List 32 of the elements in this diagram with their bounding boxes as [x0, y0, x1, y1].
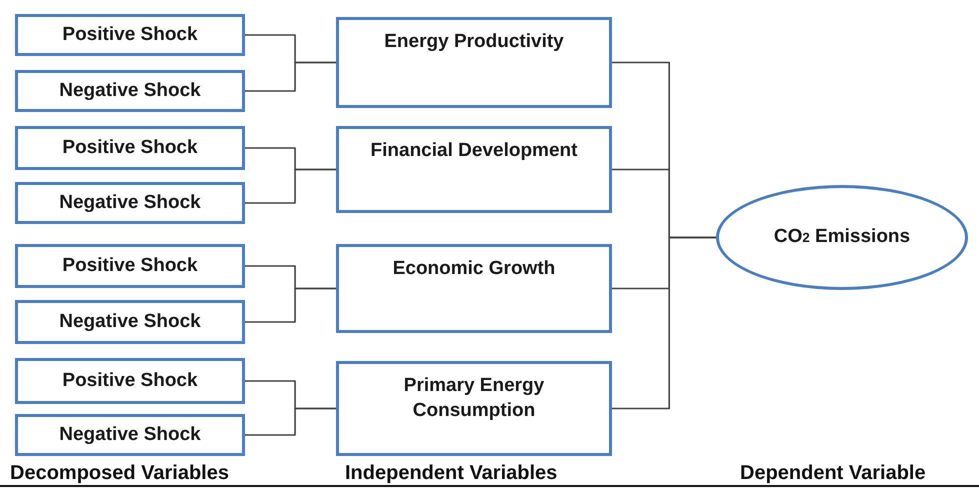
node-label: Primary Energy Consumption	[402, 374, 546, 423]
shock-box	[15, 70, 245, 112]
node-label: Negative Shock	[59, 190, 201, 215]
shock-box	[15, 14, 245, 56]
node-label: Negative Shock	[59, 78, 201, 103]
node-label: Positive Shock	[62, 22, 198, 47]
independent-variable-box	[336, 244, 612, 333]
bracket-connector	[245, 288, 336, 323]
node-label: Financial Development	[370, 139, 578, 163]
node-label: Positive Shock	[62, 368, 198, 393]
node-label: Positive Shock	[62, 254, 198, 278]
node-label: Economic Growth	[392, 257, 556, 281]
bracket-connector	[245, 62, 336, 92]
node-label: Positive Shock	[62, 136, 198, 160]
bracket-connector	[245, 168, 336, 204]
shock-box	[15, 358, 245, 404]
independent-variable-box	[336, 126, 612, 213]
node-label: Negative Shock	[59, 422, 201, 447]
shock-box	[15, 244, 245, 288]
shock-box	[15, 126, 245, 170]
shock-box	[15, 182, 245, 224]
bracket-connector	[245, 408, 336, 436]
shock-box	[15, 414, 245, 456]
column-heading: Independent Variables	[345, 462, 558, 485]
independent-variable-box	[336, 361, 612, 456]
shock-box	[15, 300, 245, 344]
column-heading: Dependent Variable	[740, 462, 926, 485]
independent-variable-box	[336, 17, 612, 108]
node-label: Energy Productivity	[384, 30, 564, 54]
column-heading: Decomposed Variables	[10, 462, 229, 485]
node-label: Negative Shock	[59, 310, 201, 334]
bracket-connector	[612, 236, 716, 410]
